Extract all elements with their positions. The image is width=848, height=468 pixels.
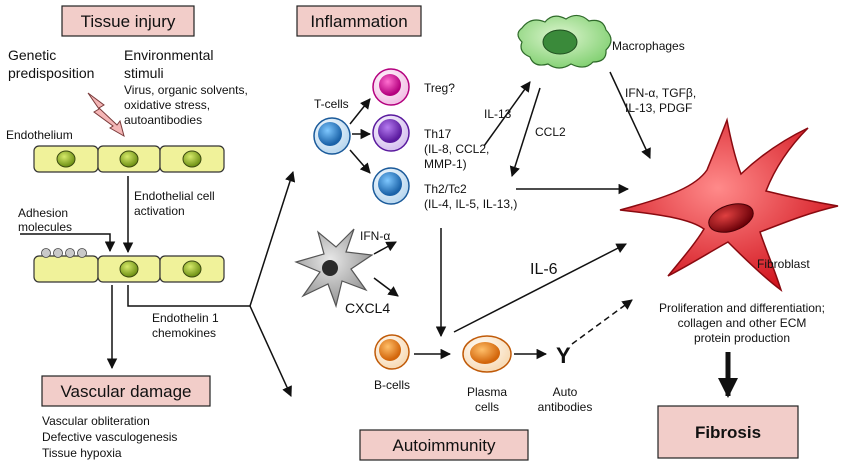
endothelium-label: Endothelium xyxy=(6,128,73,142)
fibroblast-label: Fibroblast xyxy=(757,257,810,271)
fibroblast-outcome-2: collagen and other ECM xyxy=(678,316,807,330)
il13-label: IL-13 xyxy=(484,107,512,121)
adhesion-molecule-icon xyxy=(53,248,63,258)
activation-label-1: Endothelial cell xyxy=(134,189,215,203)
endothelium-row-top xyxy=(33,145,225,173)
inflammation-box xyxy=(296,5,422,37)
fork-to-inflammation-arrow xyxy=(249,171,296,307)
treg-cell-icon xyxy=(372,68,410,106)
endothelin-label-2: chemokines xyxy=(152,326,216,340)
plasma-label-1: Plasma xyxy=(467,385,507,399)
antibody-icon: Y xyxy=(556,343,571,368)
adhesion-label-1: Adhesion xyxy=(18,206,68,220)
plasma-label-2: cells xyxy=(475,400,499,414)
endothelium-row-activated xyxy=(33,248,225,283)
auto-label-2: antibodies xyxy=(538,400,593,414)
il6-label: IL-6 xyxy=(530,261,558,278)
fibroblast-outcome-1: Proliferation and differentiation; xyxy=(659,301,825,315)
vascular-effect-3: Tissue hypoxia xyxy=(42,446,122,460)
il6-arrow xyxy=(453,243,627,333)
fibrosis-box xyxy=(657,405,799,459)
endothelial-nucleus-icon xyxy=(56,150,76,168)
b-cell-icon xyxy=(374,334,410,370)
treg-label: Treg? xyxy=(424,81,455,95)
autoimmunity-box xyxy=(359,429,529,461)
auto-label-1: Auto xyxy=(553,385,578,399)
macrophage-to-fibroblast-arrow xyxy=(609,71,651,159)
dendritic-nucleus-icon xyxy=(322,260,338,276)
tissue-injury-title: Tissue injury xyxy=(81,12,176,31)
endothelial-nucleus-icon xyxy=(182,150,202,168)
t-cells-label: T-cells xyxy=(314,97,349,111)
th2-cell-icon xyxy=(372,167,410,205)
adhesion-molecule-icon xyxy=(41,248,51,258)
macrophage-factors-2: IL-13, PDGF xyxy=(625,101,692,115)
fork-to-autoimmunity-arrow xyxy=(249,305,292,397)
adhesion-label-2: molecules xyxy=(18,220,72,234)
environmental-label-1: Environmental xyxy=(124,47,214,63)
t-cell-icon xyxy=(313,117,351,155)
lightning-bolt-icon xyxy=(87,92,125,138)
b-cells-label: B-cells xyxy=(374,378,410,392)
vascular-damage-title: Vascular damage xyxy=(60,382,191,401)
to-treg-arrow xyxy=(349,98,371,125)
stimuli-line-1: Virus, organic solvents, xyxy=(124,83,248,97)
adhesion-arrow xyxy=(20,233,116,253)
endothelin-path xyxy=(127,285,250,307)
to-th2-arrow xyxy=(349,149,371,174)
vascular-effect-1: Vascular obliteration xyxy=(42,414,150,428)
autoantibody-to-fibroblast-arrow xyxy=(571,299,633,345)
adhesion-molecule-icon xyxy=(77,248,87,258)
plasma-cell-icon xyxy=(462,335,512,373)
endothelial-cell-icon xyxy=(33,255,99,283)
fibroblast-nucleus-icon xyxy=(708,203,754,233)
to-cxcl4-arrow xyxy=(373,277,399,297)
endothelial-nucleus-icon xyxy=(182,260,202,278)
th17-label-2: (IL-8, CCL2, xyxy=(424,142,489,156)
il13-arrow xyxy=(483,81,531,147)
inflammation-title: Inflammation xyxy=(310,12,407,31)
vascular-effect-2: Defective vasculogenesis xyxy=(42,430,177,444)
adhesion-molecule-icon xyxy=(65,248,75,258)
genetic-label-1: Genetic xyxy=(8,47,56,63)
stimuli-line-2: oxidative stress, xyxy=(124,98,210,112)
stimuli-line-3: autoantibodies xyxy=(124,113,202,127)
vascular-damage-box xyxy=(41,375,211,407)
endothelial-nucleus-icon xyxy=(119,260,139,278)
th2-label-1: Th2/Tc2 xyxy=(424,182,467,196)
th17-label-1: Th17 xyxy=(424,127,452,141)
macrophage-factors-1: IFN-α, TGFβ, xyxy=(625,86,696,100)
ccl2-label: CCL2 xyxy=(535,125,566,139)
environmental-label-2: stimuli xyxy=(124,65,164,81)
cxcl4-label: CXCL4 xyxy=(345,300,390,316)
to-ifn-arrow xyxy=(373,241,397,255)
tissue-injury-box xyxy=(61,5,195,37)
endothelin-label-1: Endothelin 1 xyxy=(152,311,219,325)
th17-cell-icon xyxy=(372,114,410,152)
macrophages-label: Macrophages xyxy=(612,39,685,53)
genetic-label-2: predisposition xyxy=(8,65,94,81)
ccl2-arrow xyxy=(509,87,541,178)
th17-label-3: MMP-1) xyxy=(424,157,467,171)
endothelial-nucleus-icon xyxy=(119,150,139,168)
activation-label-2: activation xyxy=(134,204,185,218)
fibrosis-title: Fibrosis xyxy=(695,423,761,442)
dendritic-ifn-label: IFN-α xyxy=(360,229,390,243)
autoimmunity-title: Autoimmunity xyxy=(393,436,496,455)
fibroblast-outcome-3: protein production xyxy=(694,331,790,345)
th2-label-2: (IL-4, IL-5, IL-13,) xyxy=(424,197,517,211)
macrophage-nucleus-icon xyxy=(542,29,578,55)
